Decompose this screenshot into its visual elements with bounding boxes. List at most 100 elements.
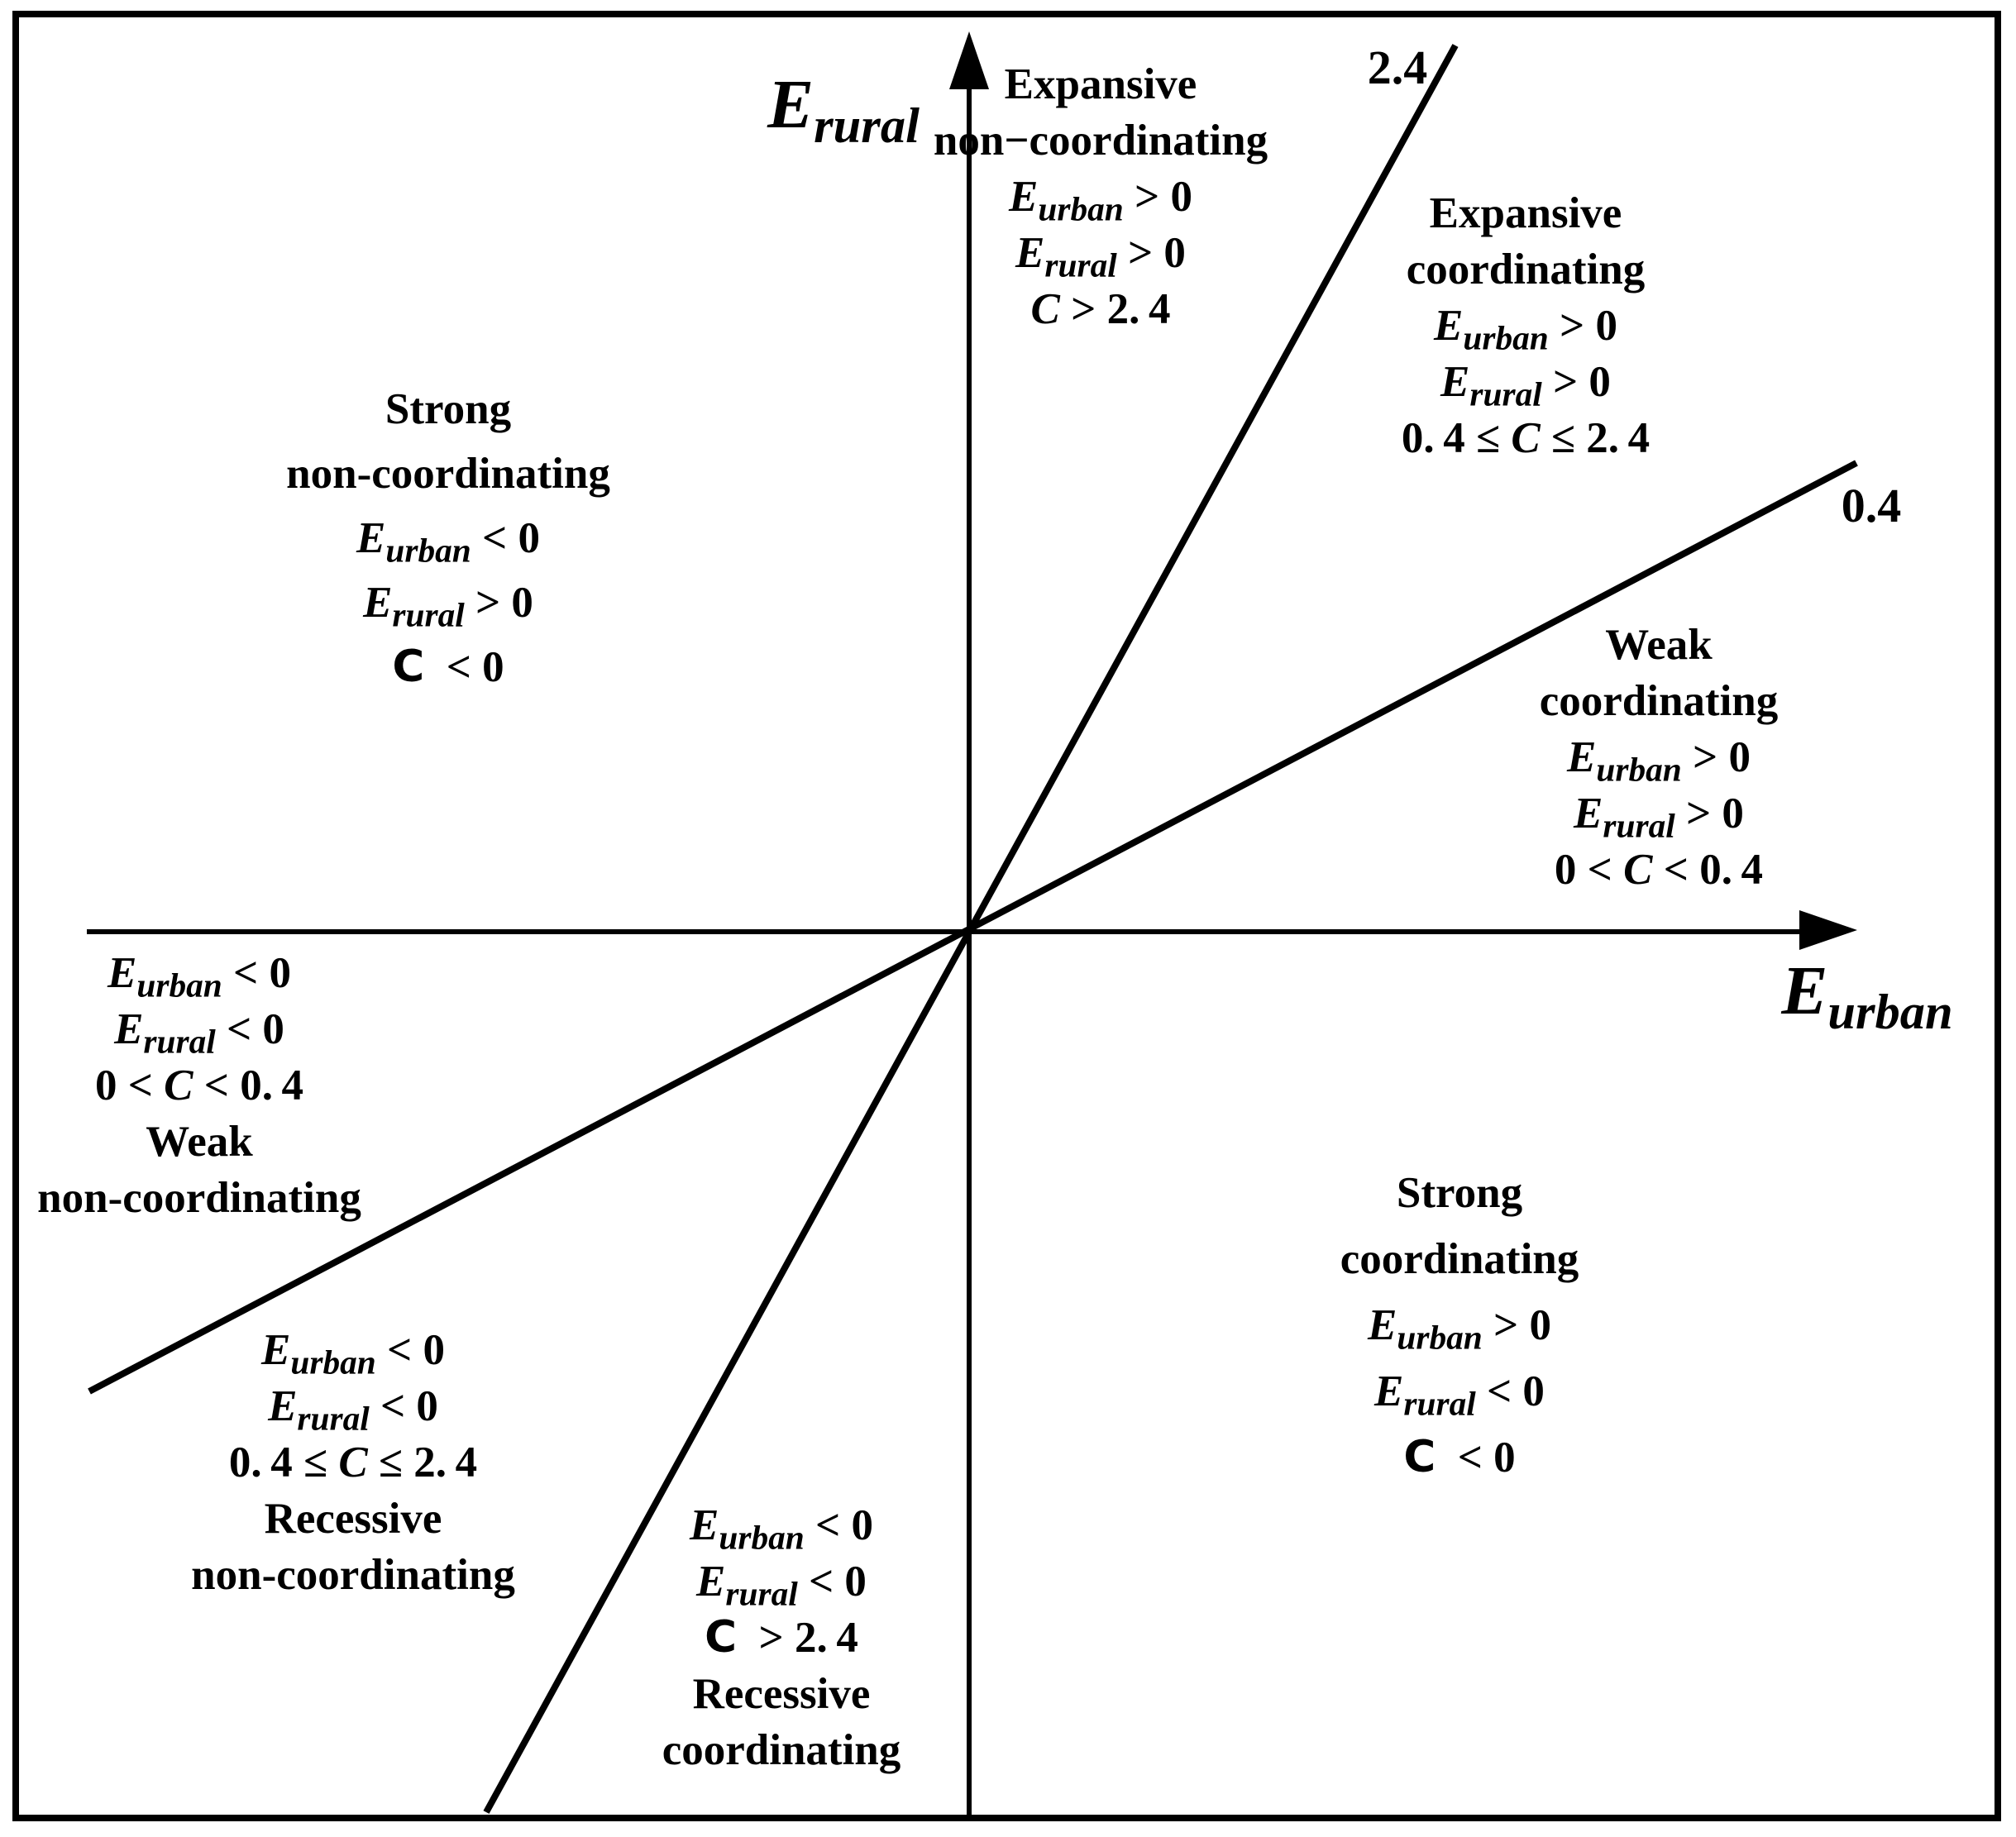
constraint-var: E <box>114 1005 144 1053</box>
region-title-line1: Strong <box>385 385 512 433</box>
region-title-line2: non−coordinating <box>933 117 1268 165</box>
region-weak-coordinating: Weak coordinating Eurban > 0 Erural > 0 … <box>1540 617 1779 898</box>
region-title-line2: coordinating <box>1406 246 1646 293</box>
constraint-var: E <box>1567 733 1597 781</box>
constraint-var: C <box>1030 285 1060 333</box>
constraint-e-urban: Eurban > 0 <box>1340 1292 1579 1358</box>
constraint-post: > 0 <box>1674 790 1744 837</box>
region-title-line1: Expansive <box>1429 189 1622 237</box>
constraint-sub: rural <box>297 1399 370 1438</box>
constraint-post: < 0 <box>375 1326 445 1374</box>
constraint-var: C <box>338 1439 368 1486</box>
constraint-e-urban: Eurban < 0 <box>37 945 361 1004</box>
constraint-var: E <box>356 514 386 562</box>
constraint-post: < 0 <box>1436 1434 1516 1482</box>
y-axis-arrowhead-icon <box>949 31 989 89</box>
region-title-line2: coordinating <box>662 1726 901 1774</box>
slope-label-2.4: 2.4 <box>1367 41 1428 94</box>
constraint-pre: 0 < <box>1554 846 1624 894</box>
constraint-post: < 0 <box>471 514 540 562</box>
constraint-var: E <box>690 1501 719 1549</box>
constraint-e-urban: Eurban > 0 <box>934 169 1268 228</box>
x-axis-arrowhead-icon <box>1799 910 1857 950</box>
constraint-e-urban: Eurban < 0 <box>191 1322 515 1379</box>
constraint-post: > 0 <box>1123 173 1192 221</box>
constraint-pre: 0. 4 ≤ <box>1401 414 1512 462</box>
constraint-sub: rural <box>143 1022 216 1061</box>
constraint-var: E <box>1374 1367 1404 1415</box>
constraint-e-rural: Erural < 0 <box>191 1378 515 1435</box>
constraint-sub: rural <box>725 1574 798 1613</box>
constraint-sub: urban <box>1397 1318 1483 1357</box>
constraint-var: E <box>261 1326 291 1374</box>
constraint-e-rural: Erural > 0 <box>1402 354 1650 411</box>
constraint-post: < 0 <box>215 1005 284 1053</box>
constraint-e-rural: Erural > 0 <box>1540 785 1779 842</box>
constraint-c: C > 2. 4 <box>662 1610 901 1666</box>
constraint-post: < 0 <box>222 949 291 997</box>
region-title-line1: Weak <box>146 1118 253 1166</box>
constraint-c: 0. 4 ≤ C ≤ 2. 4 <box>191 1434 515 1491</box>
y-axis-label-sub: rural <box>814 98 920 154</box>
region-title-line2: non-coordinating <box>37 1174 361 1222</box>
constraint-c: C > 2. 4 <box>934 281 1268 337</box>
constraint-sub: urban <box>1038 189 1124 228</box>
constraint-var: E <box>1015 229 1045 277</box>
constraint-post: ≤ 2. 4 <box>367 1439 478 1486</box>
region-title-line2: non-coordinating <box>191 1551 515 1599</box>
constraint-post: > 0 <box>1116 229 1186 277</box>
region-title-line1: Strong <box>1396 1169 1523 1217</box>
constraint-post: > 0 <box>1541 358 1611 406</box>
region-title-line2: coordinating <box>1340 1235 1579 1283</box>
x-axis-label-sub: urban <box>1827 984 1953 1040</box>
constraint-var: E <box>1368 1301 1397 1349</box>
constraint-sub: rural <box>1044 246 1117 284</box>
constraint-post: < 0. 4 <box>193 1062 304 1109</box>
constraint-var: E <box>1434 302 1464 350</box>
figure-border <box>12 11 2001 1821</box>
region-expansive-coordinating: Expansive coordinating Eurban > 0 Erural… <box>1402 185 1650 466</box>
constraint-var: E <box>1574 790 1603 837</box>
constraint-post: > 0 <box>1548 302 1617 350</box>
region-title-line1: Weak <box>1605 621 1713 669</box>
constraint-post: < 0. 4 <box>1652 846 1764 894</box>
constraint-sub: rural <box>1403 1384 1476 1423</box>
constraint-var: E <box>268 1382 298 1430</box>
constraint-c: 0 < C < 0. 4 <box>37 1057 361 1114</box>
constraint-c: C < 0 <box>1340 1424 1579 1491</box>
slope-label-0.4: 0.4 <box>1841 479 1902 532</box>
region-title-line1: Recessive <box>692 1670 871 1718</box>
constraint-pre: 0. 4 ≤ <box>228 1439 339 1486</box>
constraint-var: C <box>1623 846 1653 894</box>
constraint-post: < 0 <box>369 1382 438 1430</box>
constraint-sub: urban <box>1463 318 1549 357</box>
constraint-c: C < 0 <box>286 635 610 699</box>
constraint-var: E <box>1009 173 1039 221</box>
constraint-post: < 0 <box>804 1501 873 1549</box>
region-expansive-non-coordinating: Expansive non−coordinating Eurban > 0 Er… <box>934 56 1268 337</box>
shallow-line-slope-0.4 <box>88 460 1858 1395</box>
constraint-var: E <box>107 949 137 997</box>
region-weak-non-coordinating: Eurban < 0 Erural < 0 0 < C < 0. 4 Weak … <box>37 945 361 1226</box>
constraint-post: > 0 <box>1482 1301 1551 1349</box>
constraint-post: > 2. 4 <box>1059 285 1171 333</box>
constraint-e-rural: Erural > 0 <box>934 225 1268 284</box>
region-title-line2: coordinating <box>1539 677 1779 725</box>
region-recessive-non-coordinating: Eurban < 0 Erural < 0 0. 4 ≤ C ≤ 2. 4 Re… <box>191 1322 515 1603</box>
constraint-sub: rural <box>1603 806 1675 845</box>
constraint-post: > 2. 4 <box>737 1614 858 1662</box>
constraint-post: > 0 <box>1681 733 1751 781</box>
constraint-var: E <box>363 579 393 627</box>
constraint-post: < 0 <box>797 1558 867 1606</box>
region-title-line2: non-coordinating <box>286 450 610 498</box>
constraint-sub: urban <box>136 966 222 1004</box>
constraint-var: C <box>1511 414 1541 462</box>
constraint-post: < 0 <box>424 643 504 691</box>
constraint-sub: urban <box>1596 750 1682 789</box>
constraint-e-urban: Eurban > 0 <box>1540 729 1779 786</box>
constraint-e-urban: Eurban > 0 <box>1402 298 1650 357</box>
constraint-e-urban: Eurban < 0 <box>662 1497 901 1554</box>
region-recessive-coordinating: Eurban < 0 Erural < 0 C > 2. 4 Recessive… <box>662 1497 901 1778</box>
constraint-var: E <box>1440 358 1470 406</box>
